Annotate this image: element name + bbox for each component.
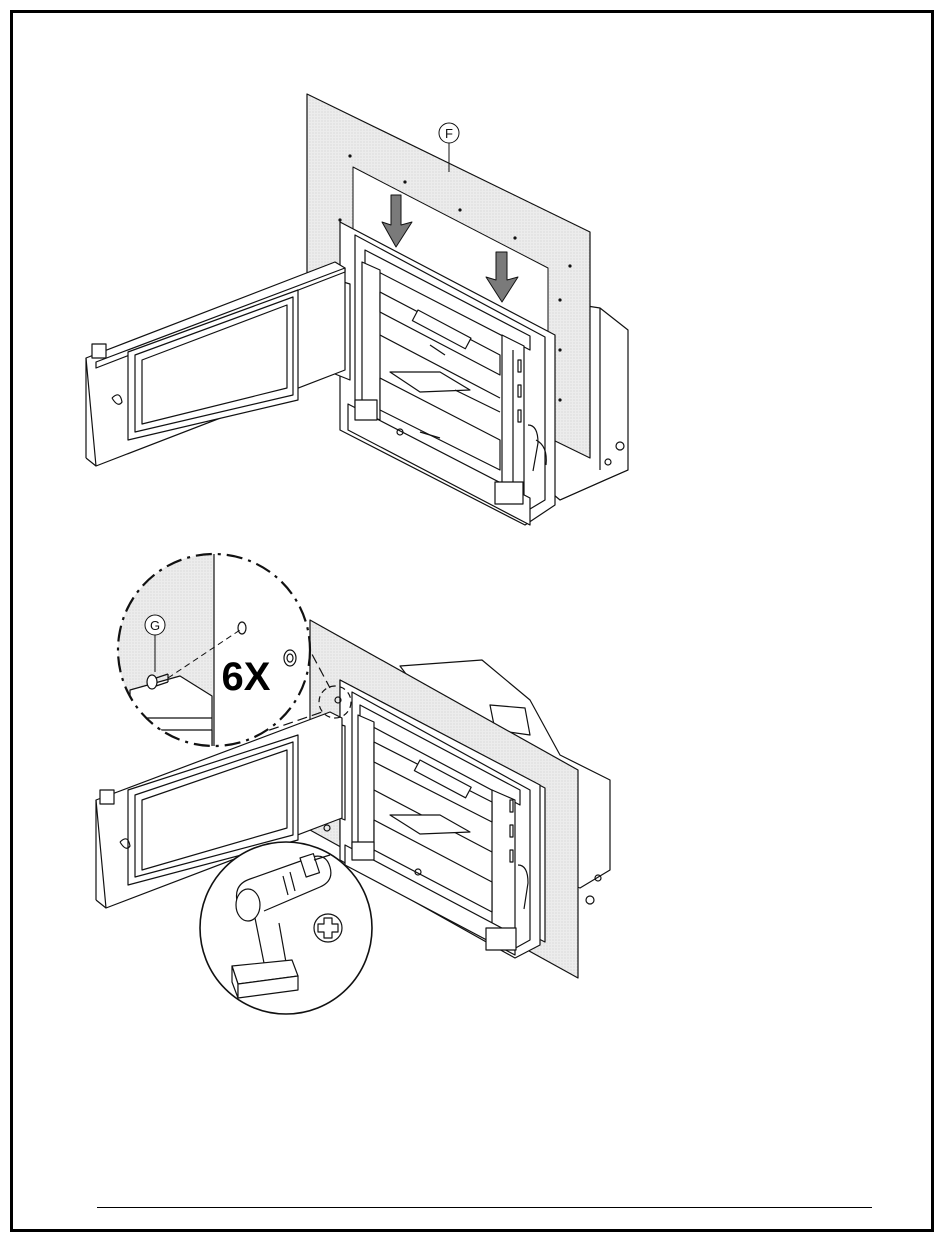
screw-detail-callout: G 6X [110,550,324,750]
phillips-screw-icon [314,914,342,942]
power-drill-icon [200,842,372,1014]
footer-rule [97,1207,872,1208]
step1-illustration: F [86,94,628,525]
step2-illustration: G 6X [96,550,610,1014]
callout-g-label: G [150,618,160,633]
step1-open-door [86,262,345,466]
quantity-label: 6X [222,655,271,699]
callout-f-label: F [445,126,453,141]
